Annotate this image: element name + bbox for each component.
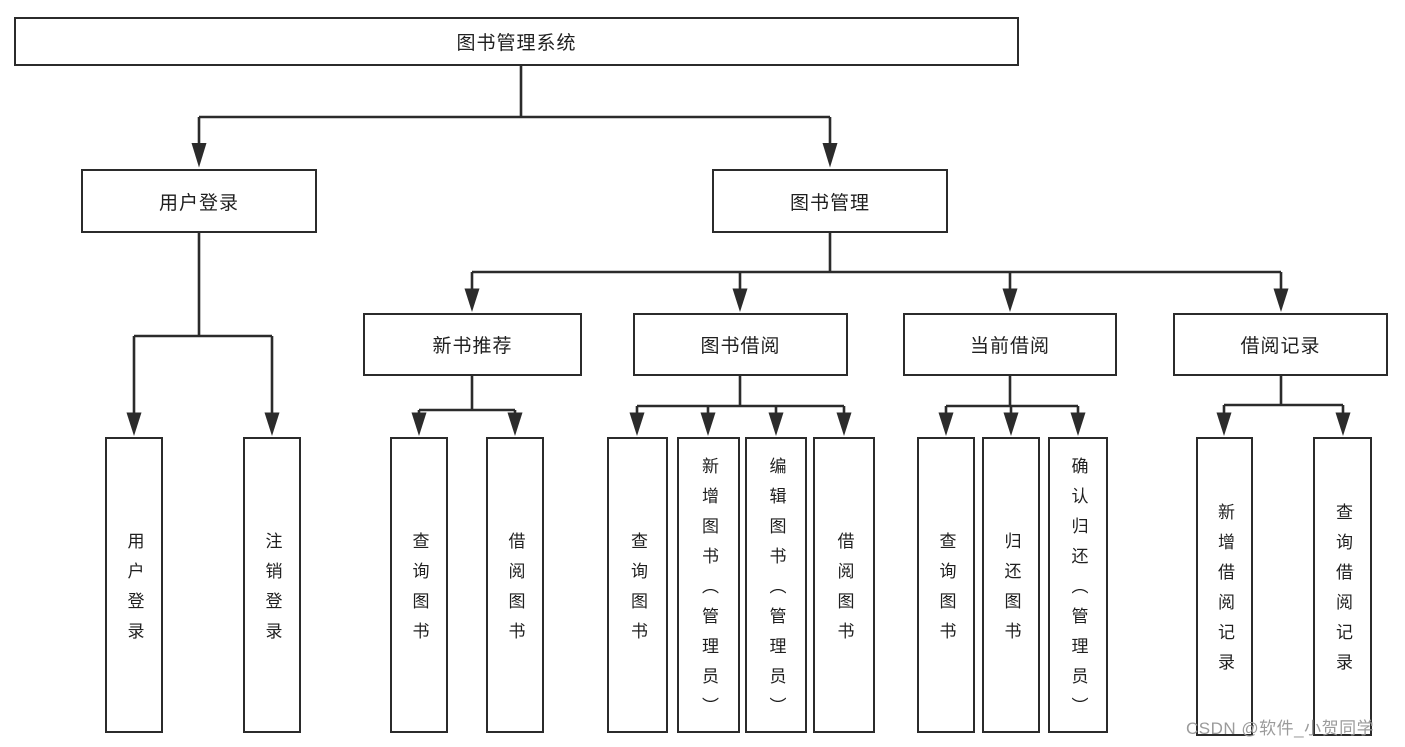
- leaf-label: 编辑图书（管理员）: [766, 456, 786, 727]
- arrowhead-icon: [464, 288, 480, 312]
- arrowhead-icon: [768, 412, 784, 436]
- node-user-login: 用户登录: [81, 169, 317, 233]
- leaf-return-book: 归还图书: [982, 437, 1040, 733]
- leaf-query-books-recommend: 查询图书: [390, 437, 448, 733]
- arrowhead-icon: [1273, 288, 1289, 312]
- node-borrow-records: 借阅记录: [1173, 313, 1388, 376]
- leaf-confirm-return-admin: 确认归还（管理员）: [1048, 437, 1108, 733]
- arrowhead-icon: [507, 412, 523, 436]
- arrowhead-icon: [264, 412, 280, 436]
- leaf-label: 确认归还（管理员）: [1068, 456, 1088, 727]
- leaf-logout: 注销登录: [243, 437, 301, 733]
- watermark: CSDN @软件_小贺同学: [1186, 719, 1375, 738]
- leaf-label: 新增借阅记录: [1215, 503, 1234, 683]
- arrowhead-icon: [191, 143, 207, 168]
- connector-path: [132, 66, 1345, 415]
- leaf-user-login: 用户登录: [105, 437, 163, 733]
- node-current-borrow: 当前借阅: [903, 313, 1117, 376]
- leaf-label: 归还图书: [1001, 531, 1021, 652]
- leaf-label: 借阅图书: [834, 531, 854, 652]
- leaf-query-books-current: 查询图书: [917, 437, 975, 733]
- arrowhead-icon: [1002, 288, 1018, 312]
- leaf-label: 查询图书: [628, 531, 647, 652]
- leaf-borrow-books: 借阅图书: [813, 437, 875, 733]
- leaf-edit-book-admin: 编辑图书（管理员）: [745, 437, 807, 733]
- leaf-query-borrow-record: 查询借阅记录: [1313, 437, 1372, 736]
- node-book-management: 图书管理: [712, 169, 948, 233]
- arrowhead-icon: [629, 412, 645, 436]
- leaf-label: 新增图书（管理员）: [699, 456, 718, 727]
- arrowhead-icon: [1003, 412, 1019, 436]
- node-book-borrow: 图书借阅: [633, 313, 848, 376]
- leaf-query-books-borrow: 查询图书: [607, 437, 668, 733]
- leaf-label: 查询图书: [936, 531, 956, 652]
- leaf-add-borrow-record: 新增借阅记录: [1196, 437, 1253, 736]
- node-library-management-system: 图书管理系统: [14, 17, 1019, 66]
- arrowhead-icon: [732, 288, 748, 312]
- arrowhead-icon: [822, 143, 838, 168]
- arrowhead-icon: [700, 412, 716, 436]
- leaf-label: 查询图书: [409, 531, 429, 652]
- leaf-label: 查询借阅记录: [1333, 503, 1352, 683]
- leaf-label: 注销登录: [262, 531, 282, 652]
- arrowhead-icon: [411, 412, 427, 436]
- arrowhead-icon: [938, 412, 954, 436]
- leaf-borrow-books-recommend: 借阅图书: [486, 437, 544, 733]
- arrowhead-icon: [1070, 412, 1086, 436]
- arrowhead-icon: [836, 412, 852, 436]
- arrowhead-icon: [1216, 412, 1232, 436]
- leaf-label: 用户登录: [124, 531, 144, 652]
- leaf-label: 借阅图书: [505, 531, 525, 652]
- node-new-book-recommend: 新书推荐: [363, 313, 582, 376]
- arrowhead-icon: [126, 412, 142, 436]
- leaf-add-book-admin: 新增图书（管理员）: [677, 437, 740, 733]
- arrowhead-icon: [1335, 412, 1351, 436]
